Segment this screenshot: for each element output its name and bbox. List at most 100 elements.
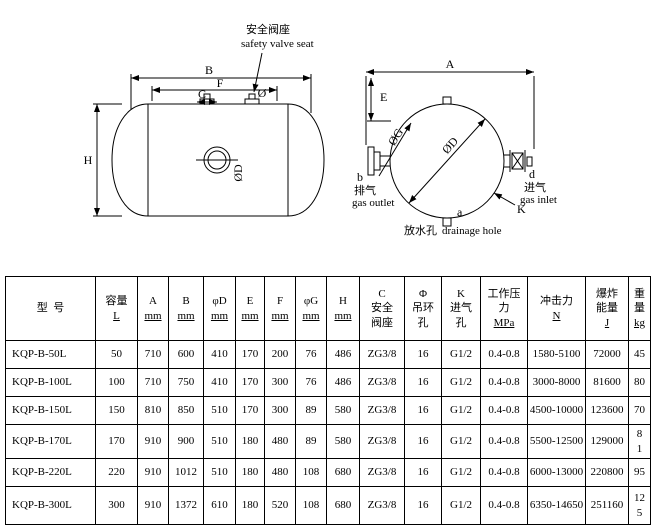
table-cell: 850	[168, 396, 204, 425]
table-cell: ZG3/8	[359, 340, 405, 369]
table-cell: KQP-B-300L	[5, 486, 96, 525]
table-cell: 510	[203, 424, 236, 459]
table-cell: 486	[326, 340, 360, 369]
table-cell: 486	[326, 368, 360, 397]
callout-safety-valve-seat-en: safety valve seat	[241, 38, 314, 50]
table-cell: 3000-8000	[527, 368, 586, 397]
gas-inlet-label-en: gas inlet	[520, 194, 557, 206]
table-cell: 520	[264, 486, 296, 525]
dim-label-a: A	[446, 57, 455, 71]
table-cell: 300	[95, 486, 138, 525]
table-cell: 0.4-0.8	[480, 458, 528, 487]
top-nozzle	[442, 96, 452, 105]
table-cell: 410	[203, 368, 236, 397]
table-cell: G1/2	[441, 396, 481, 425]
callout-leader	[252, 52, 263, 93]
table-cell: ZG3/8	[359, 486, 405, 525]
gas-outlet-label-en: gas outlet	[352, 197, 394, 209]
top-fitting	[244, 93, 260, 105]
table-cell: 16	[404, 424, 442, 459]
dim-label-od-side: ØD	[231, 164, 245, 182]
table-cell: 900	[168, 424, 204, 459]
dimension-h	[93, 103, 122, 217]
table-cell: 810	[137, 396, 169, 425]
table-cell: 0.4-0.8	[480, 486, 528, 525]
table-cell: KQP-B-150L	[5, 396, 96, 425]
table-cell: 680	[326, 486, 360, 525]
table-cell: ZG3/8	[359, 458, 405, 487]
technical-drawings: 安全阀座 safety valve seat B F C Ø H ØD	[84, 22, 557, 237]
table-cell: 910	[137, 458, 169, 487]
table-cell: 129000	[585, 424, 629, 459]
dim-label-e: E	[380, 90, 387, 104]
table-cell: 300	[264, 368, 296, 397]
table-cell: 180	[235, 458, 265, 487]
dim-label-h: H	[84, 153, 93, 167]
table-cell: 180	[235, 486, 265, 525]
table-cell: 300	[264, 396, 296, 425]
tank-end-view	[365, 69, 535, 227]
table-cell: 16	[404, 486, 442, 525]
table-cell: 510	[203, 458, 236, 487]
table-cell: KQP-B-50L	[5, 340, 96, 369]
table-cell: 580	[326, 424, 360, 459]
callout-safety-valve-seat-cn: 安全阀座	[246, 22, 290, 36]
drain-nozzle	[442, 217, 452, 227]
dim-label-od-end: ØD	[439, 134, 461, 156]
table-cell: 16	[404, 368, 442, 397]
dimension-b	[130, 74, 312, 113]
manhole	[196, 146, 238, 174]
table-cell: 510	[203, 396, 236, 425]
table-cell: 16	[404, 396, 442, 425]
table-cell: 251160	[585, 486, 629, 525]
table-cell: 16	[404, 458, 442, 487]
table-cell: KQP-B-220L	[5, 458, 96, 487]
table-cell: ZG3/8	[359, 424, 405, 459]
dimension-a	[365, 69, 535, 149]
table-cell: KQP-B-170L	[5, 424, 96, 459]
table-cell: 6000-13000	[527, 458, 586, 487]
table-cell: 200	[264, 340, 296, 369]
table-cell: 6350-14650	[527, 486, 586, 525]
table-cell: 45	[628, 340, 651, 369]
table-cell: 170	[95, 424, 138, 459]
table-cell: 100	[95, 368, 138, 397]
table-cell: 600	[168, 340, 204, 369]
dim-label-b: B	[205, 63, 213, 77]
dim-label-c: C	[198, 87, 206, 101]
table-cell: KQP-B-100L	[5, 368, 96, 397]
table-cell: 95	[628, 458, 651, 487]
dimension-og-line	[378, 122, 412, 177]
k-leader	[493, 192, 516, 206]
table-cell: 76	[295, 340, 327, 369]
table-cell: 0.4-0.8	[480, 368, 528, 397]
table-cell: 220	[95, 458, 138, 487]
table-cell: 1372	[168, 486, 204, 525]
dimension-od-line	[408, 118, 486, 204]
table-cell: 170	[235, 340, 265, 369]
table-cell: 72000	[585, 340, 629, 369]
table-cell: G1/2	[441, 458, 481, 487]
column-header: 型 号	[5, 276, 96, 341]
table-cell: 480	[264, 458, 296, 487]
table-cell: 108	[295, 458, 327, 487]
table-cell: 123600	[585, 396, 629, 425]
table-cell: 710	[137, 368, 169, 397]
table-cell: 89	[295, 424, 327, 459]
gas-outlet-letter: b	[357, 170, 363, 184]
table-cell: 80	[628, 368, 651, 397]
